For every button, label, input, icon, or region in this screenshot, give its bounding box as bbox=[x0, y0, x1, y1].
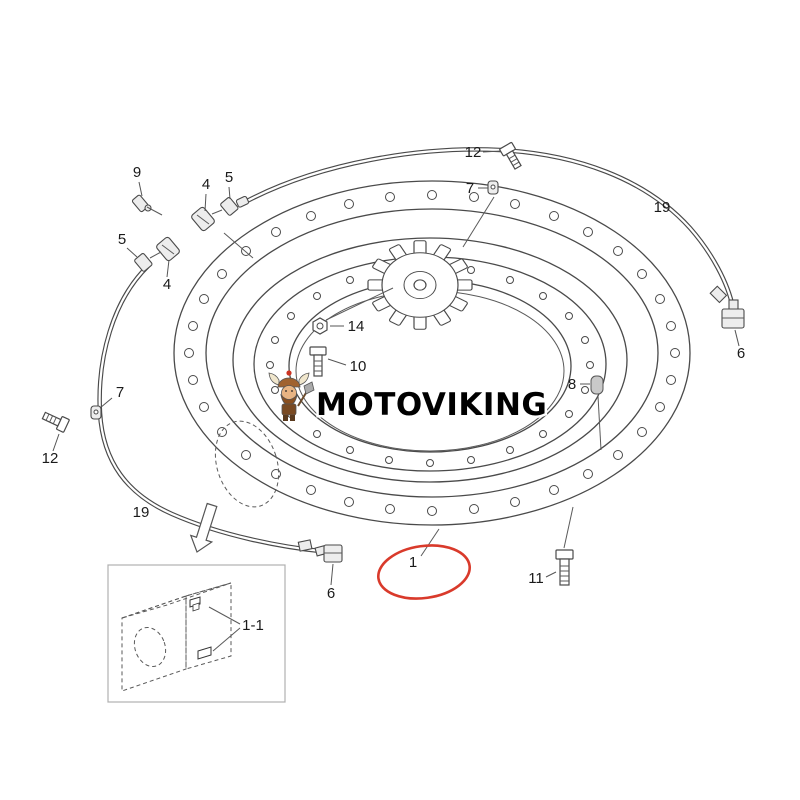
callout-6-bottom: 6 bbox=[327, 585, 335, 602]
callout-1-1: 1-1 bbox=[242, 617, 264, 634]
callout-5-left: 5 bbox=[118, 231, 126, 248]
bolt-12-left bbox=[41, 411, 70, 433]
callout-12-left: 12 bbox=[42, 450, 59, 467]
fitting-5-top bbox=[220, 195, 250, 216]
callout-leaders bbox=[52, 150, 740, 586]
fitting-link-top bbox=[146, 206, 163, 216]
fitting-link-left bbox=[149, 251, 162, 259]
bolt-11 bbox=[555, 506, 574, 586]
callouts: 9 4 5 5 4 12 7 19 6 7 12 19 6 14 10 8 1 … bbox=[42, 144, 746, 634]
callout-11: 11 bbox=[528, 570, 544, 587]
gear-leader-line bbox=[325, 287, 394, 321]
callout-14: 14 bbox=[348, 318, 365, 335]
callout-19-right: 19 bbox=[654, 199, 671, 216]
hose-ferrule-left bbox=[297, 539, 313, 552]
callout-4-left: 4 bbox=[163, 276, 171, 293]
inset-bracket-top-inner bbox=[192, 602, 200, 612]
clamp-7-left bbox=[90, 405, 102, 420]
fitting-4-left bbox=[156, 236, 180, 262]
cluster-ring-leader bbox=[223, 232, 254, 259]
hose-right bbox=[245, 147, 736, 309]
logo-wordmark: MOTOVIKING bbox=[316, 387, 547, 423]
highlight-ellipse-item-1 bbox=[377, 544, 471, 600]
hose-left bbox=[97, 264, 321, 554]
hose-ferrule-right bbox=[709, 285, 728, 304]
bolt-12-top bbox=[499, 141, 522, 170]
clamp-ring-leader bbox=[462, 196, 495, 248]
fitting-link-top2 bbox=[211, 209, 223, 215]
fitting-4-top bbox=[191, 206, 215, 232]
item1-leader bbox=[420, 528, 440, 557]
fitting-9 bbox=[131, 194, 152, 213]
motoviking-logo: MOTOVIKING bbox=[268, 370, 549, 426]
callout-9: 9 bbox=[133, 164, 141, 181]
callout-4-top: 4 bbox=[202, 176, 210, 193]
fitting-6-right bbox=[721, 299, 745, 329]
outer-bolt-holes bbox=[184, 190, 680, 516]
callout-5-top: 5 bbox=[225, 169, 233, 186]
plug-8 bbox=[590, 375, 604, 451]
inset-arrow bbox=[189, 502, 218, 553]
callout-10: 10 bbox=[350, 358, 367, 375]
slewing-ring bbox=[173, 180, 691, 526]
bolt-10 bbox=[309, 346, 327, 377]
fitting-5-left bbox=[134, 253, 153, 272]
detail-dashed-ellipse bbox=[214, 420, 280, 508]
callout-1: 1 bbox=[409, 554, 417, 571]
inset-box bbox=[107, 564, 286, 703]
callout-12-top: 12 bbox=[465, 144, 482, 161]
callout-19-left: 19 bbox=[133, 504, 150, 521]
fitting-6-bottom bbox=[314, 544, 343, 563]
pinion-gear bbox=[367, 240, 473, 330]
callout-8: 8 bbox=[568, 376, 576, 393]
logo-mascot bbox=[268, 370, 315, 421]
callout-6-right: 6 bbox=[737, 345, 745, 362]
callout-7-top: 7 bbox=[466, 180, 474, 197]
clamp-7-top bbox=[487, 180, 499, 195]
callout-7-left: 7 bbox=[116, 384, 124, 401]
inset-bracket-bottom bbox=[197, 646, 212, 660]
nut-14 bbox=[312, 317, 328, 335]
